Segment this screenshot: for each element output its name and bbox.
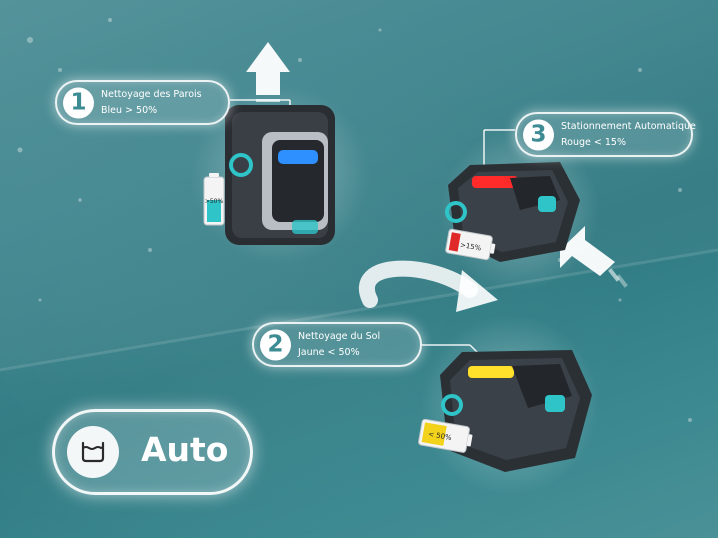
battery-label: >15% [459, 241, 482, 253]
step-condition: Jaune < 50% [298, 347, 360, 358]
mode-label: Auto [141, 430, 229, 469]
step-number-badge: 2 [260, 329, 291, 360]
step-number-badge: 1 [63, 87, 94, 118]
curved-arrow-icon [359, 260, 478, 308]
auto-mode-button[interactable]: Auto [52, 409, 253, 495]
step-label-auto-parking: 3 Stationnement Automatique Rouge < 15% [515, 112, 696, 157]
battery-icon: >50% [203, 173, 225, 226]
step-title: Stationnement Automatique [561, 121, 696, 132]
step-condition: Rouge < 15% [561, 137, 626, 148]
step-number-badge: 3 [523, 119, 554, 150]
step-title: Nettoyage des Parois [101, 89, 202, 100]
robot-status-light [468, 366, 514, 378]
curved-arrow-head [456, 270, 498, 312]
battery-label: >50% [205, 198, 224, 205]
robot-status-light [472, 176, 518, 188]
park-arrow-icon [560, 226, 628, 288]
battery-icon: >15% [445, 228, 496, 261]
pool-icon [67, 426, 119, 478]
step-label-floor-cleaning: 2 Nettoyage du Sol Jaune < 50% [252, 322, 422, 367]
robot-status-light [278, 150, 318, 164]
step-condition: Bleu > 50% [101, 105, 158, 116]
step-title: Nettoyage du Sol [298, 331, 381, 342]
step-label-wall-cleaning: 1 Nettoyage des Parois Bleu > 50% [55, 80, 230, 125]
robot-floor [440, 350, 592, 472]
battery-icon: < 50% [418, 418, 473, 453]
robot-wall [225, 105, 335, 245]
